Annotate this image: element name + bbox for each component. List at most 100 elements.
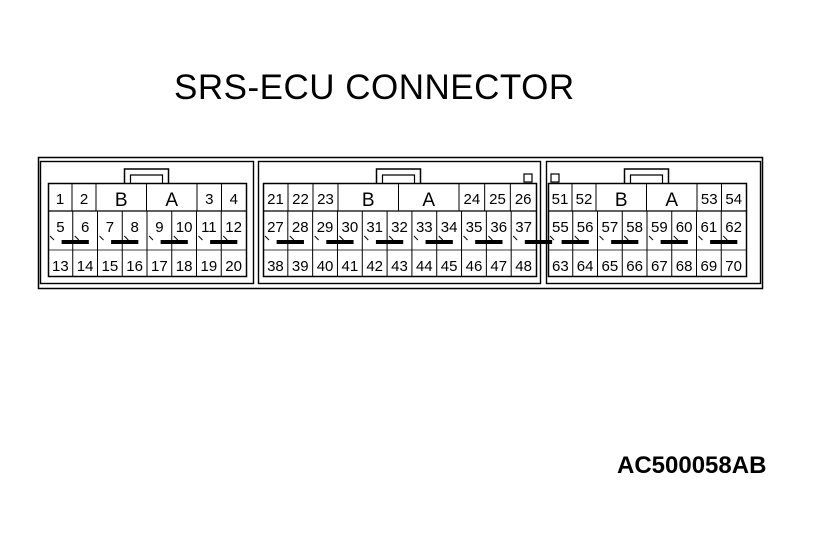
pin-label: 35 (466, 219, 483, 236)
lock-bar (425, 240, 453, 244)
lock-bar (210, 240, 238, 244)
pin-label: 21 (267, 191, 284, 208)
pin-label: 58 (626, 219, 643, 236)
pin-label: 25 (489, 191, 506, 208)
lock-bar (326, 240, 354, 244)
lock-bar (475, 240, 503, 244)
pin-label: 3 (205, 191, 213, 208)
terminal-hook (173, 235, 179, 241)
pin-label: 17 (151, 258, 168, 275)
terminal-hook (339, 235, 344, 241)
pin-label: 13 (52, 258, 69, 275)
lock-bar (160, 240, 188, 244)
terminal-hook (549, 235, 555, 241)
terminal-hook (74, 235, 80, 241)
lock-bar (61, 240, 89, 244)
pin-label: 54 (725, 191, 742, 208)
pin-label: 62 (725, 219, 742, 236)
pin-label: 68 (676, 258, 693, 275)
lock-bar (710, 240, 738, 244)
latch-tab-inner (129, 174, 164, 183)
pin-label: 52 (576, 191, 593, 208)
pin-label: 7 (106, 219, 114, 236)
pin-label: 43 (391, 258, 408, 275)
terminal-hook (222, 235, 228, 241)
lock-bar (276, 240, 304, 244)
terminal-hook (148, 235, 154, 241)
key-label: B (115, 190, 128, 211)
pin-label: 57 (602, 219, 619, 236)
pin-label: 20 (225, 258, 242, 275)
pin-label: 61 (701, 219, 718, 236)
pin-label: 10 (176, 219, 193, 236)
pin-label: 31 (366, 219, 383, 236)
pin-label: 1 (56, 191, 64, 208)
connector-housing (47, 182, 248, 278)
lock-bar (561, 240, 589, 244)
pin-label: 40 (317, 258, 334, 275)
lock-bar (524, 240, 553, 244)
pin-label: 27 (267, 219, 284, 236)
pin-label: 33 (416, 219, 433, 236)
pin-label: 5 (56, 219, 64, 236)
pin-label: 14 (77, 258, 94, 275)
pin-label: 16 (126, 258, 143, 275)
pin-label: 29 (317, 219, 334, 236)
pin-label: 37 (515, 219, 532, 236)
terminal-hook (488, 235, 493, 241)
latch-tab-inner (629, 174, 664, 183)
polarization-mark (550, 173, 560, 183)
pin-label: 64 (577, 258, 594, 275)
pin-label: 11 (201, 219, 217, 236)
pin-label: 18 (176, 258, 193, 275)
terminal-hook (314, 235, 319, 241)
lock-bar (660, 240, 688, 244)
pin-label: 70 (725, 258, 742, 275)
key-label: A (165, 190, 178, 211)
pin-label: 9 (155, 219, 163, 236)
pin-label: 42 (366, 258, 383, 275)
pin-label: 15 (102, 258, 119, 275)
lock-bar (375, 240, 404, 244)
pin-label: 53 (701, 191, 718, 208)
key-label: B (362, 190, 375, 211)
pin-label: 23 (317, 191, 334, 208)
terminal-hook (722, 235, 728, 241)
pin-label: 69 (701, 258, 718, 275)
pin-label: 30 (342, 219, 359, 236)
key-label: A (422, 190, 435, 211)
pin-label: 51 (552, 191, 569, 208)
terminal-hook (599, 235, 604, 241)
latch-tab (123, 168, 170, 183)
pin-label: 38 (267, 258, 284, 275)
latch-tab-inner (381, 174, 416, 183)
terminal-hook (648, 235, 654, 241)
diagram-title: SRS-ECU CONNECTOR (174, 68, 575, 107)
pin-label: 56 (577, 219, 594, 236)
figure-code: AC500058AB (617, 452, 767, 479)
terminal-hook (698, 235, 703, 241)
terminal-hook (363, 235, 369, 241)
pin-label: 26 (515, 191, 532, 208)
connector-frame (545, 160, 762, 285)
pin-label: 32 (391, 219, 408, 236)
latch-tab (375, 168, 422, 183)
terminal-hook (264, 235, 270, 241)
terminal-hook (99, 235, 104, 241)
terminal-hook (463, 235, 468, 241)
pin-label: 28 (292, 219, 309, 236)
pin-label: 59 (651, 219, 668, 236)
pin-label: 65 (602, 258, 619, 275)
pin-label: 12 (225, 219, 242, 236)
pin-label: 34 (441, 219, 458, 236)
terminal-hook (512, 235, 518, 241)
pin-label: 47 (490, 258, 507, 275)
pin-label: 8 (130, 219, 138, 236)
connector-frame (39, 160, 255, 285)
terminal-hook (388, 235, 394, 241)
terminal-hook (289, 235, 295, 241)
terminal-hook (673, 235, 679, 241)
